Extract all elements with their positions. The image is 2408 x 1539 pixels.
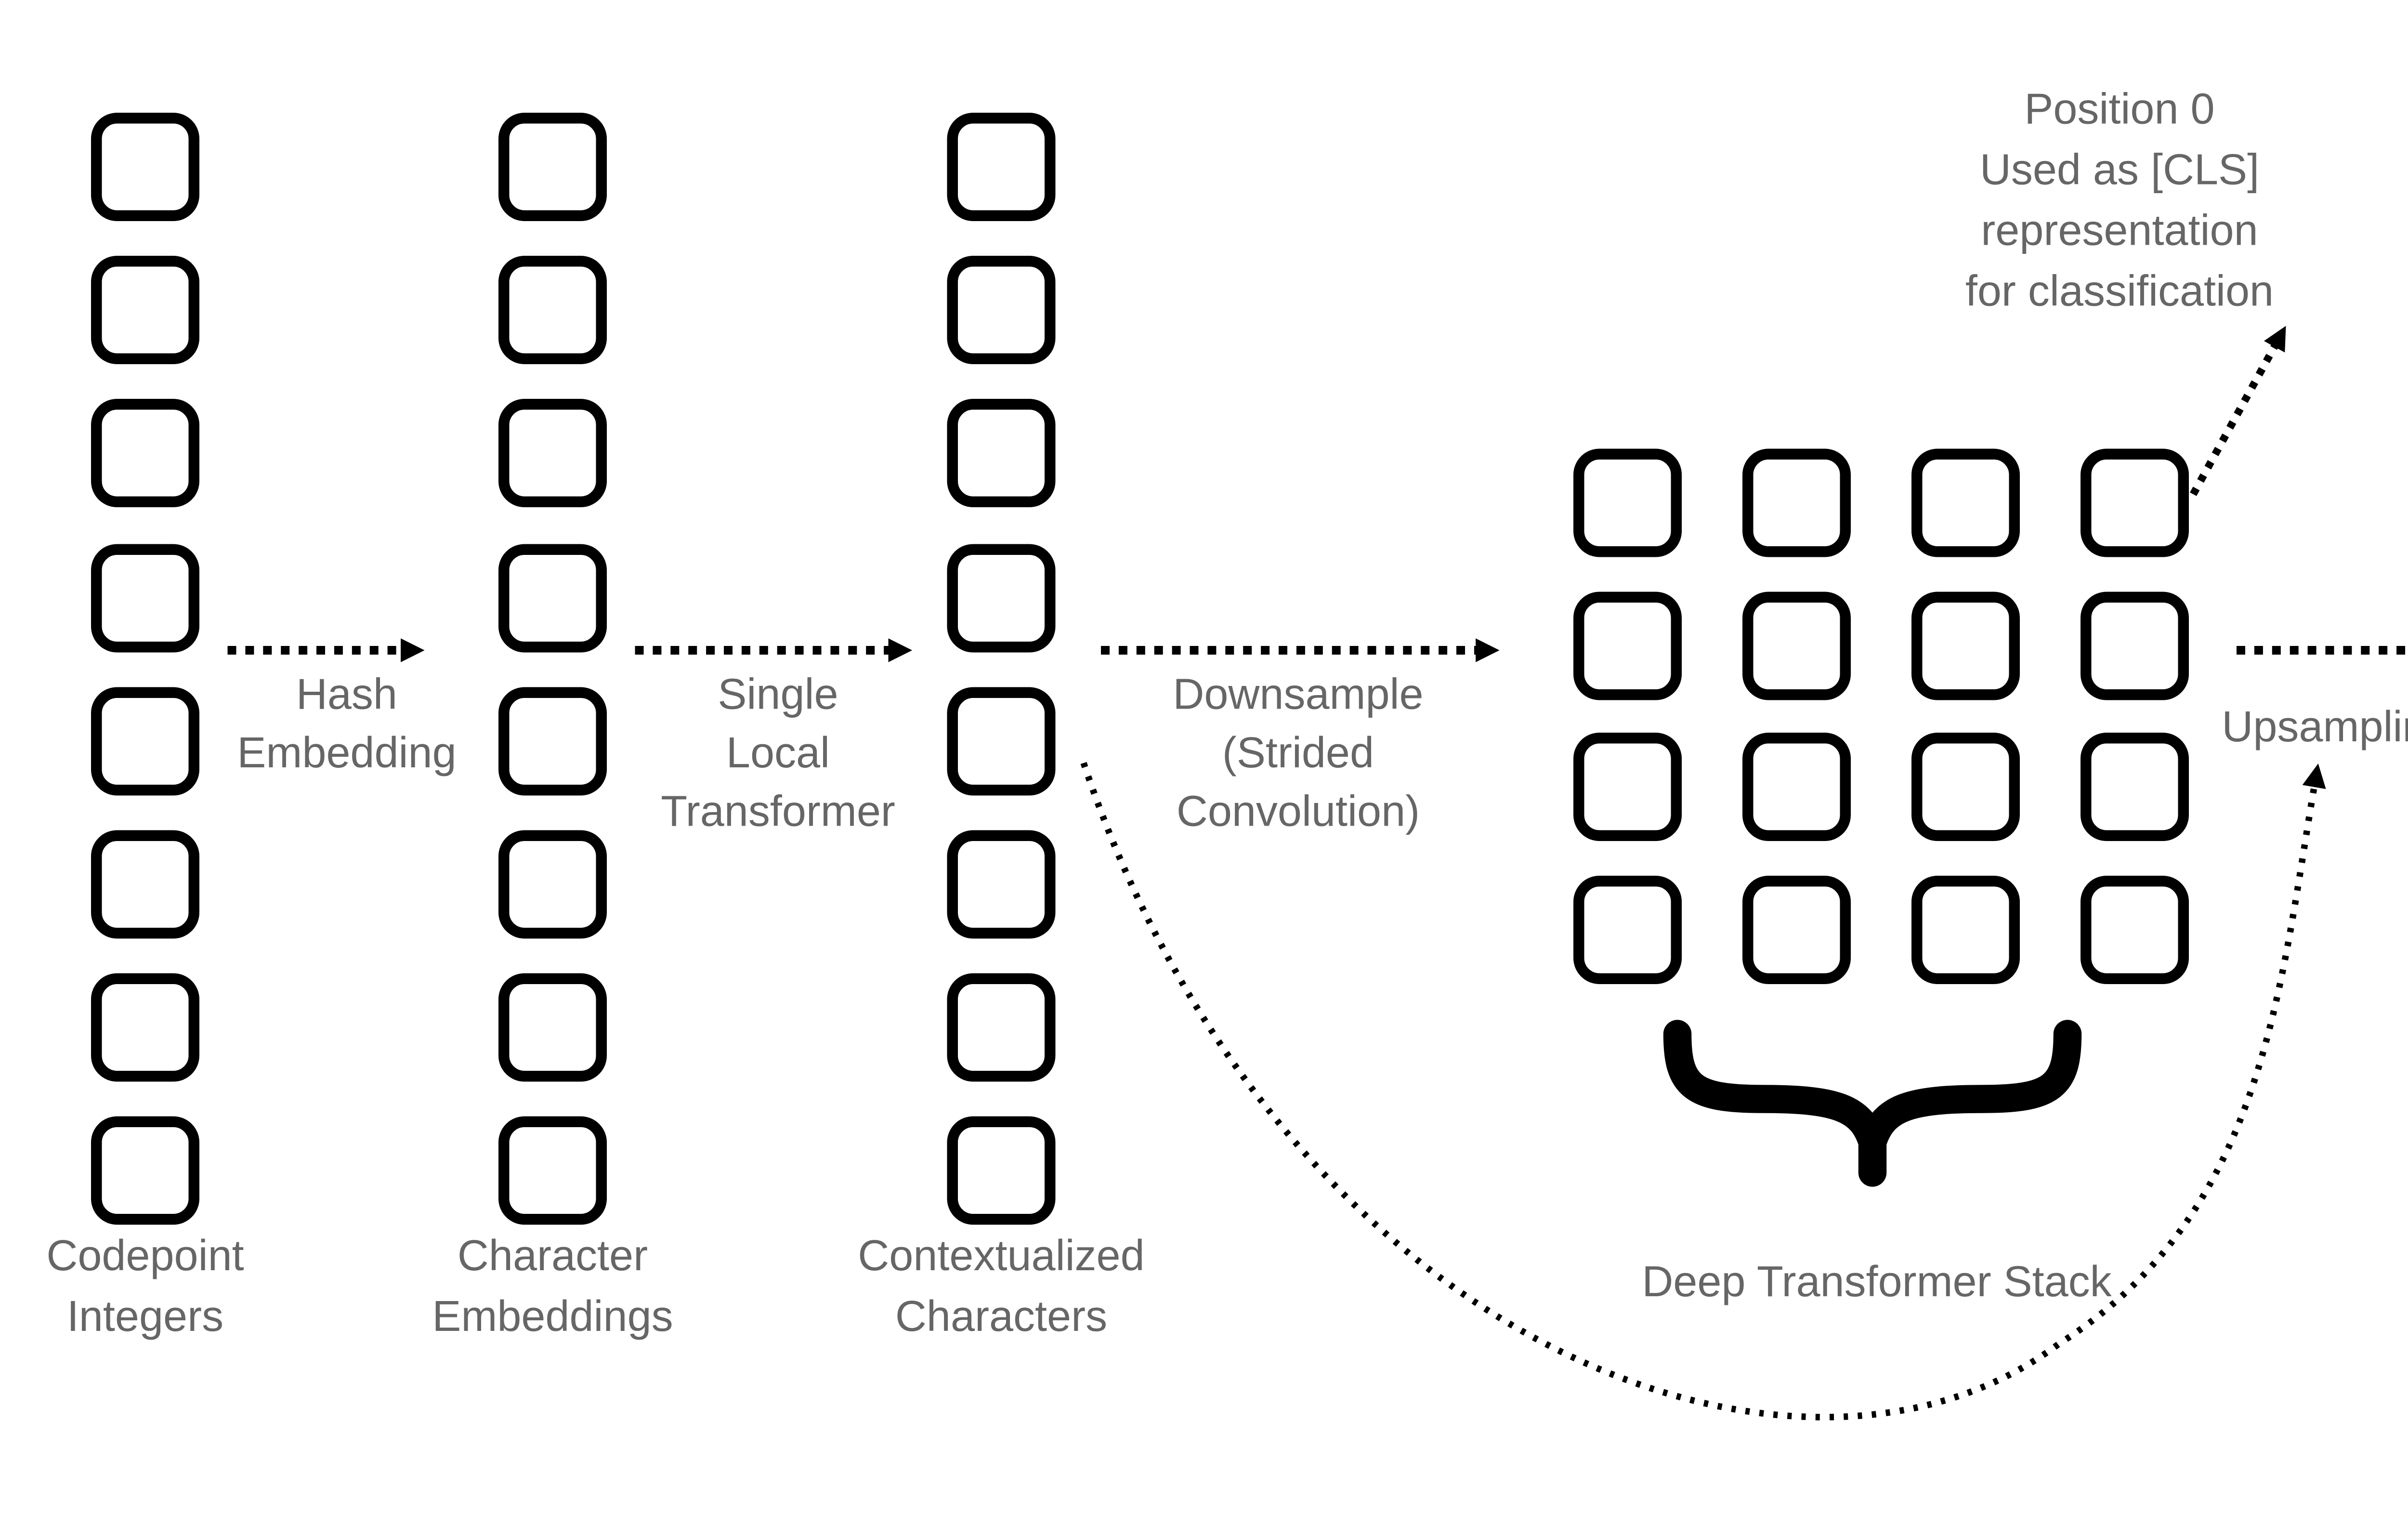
column-character-embeddings — [498, 113, 607, 1225]
token-cell — [91, 399, 199, 508]
token-cell — [1742, 448, 1851, 557]
token-cell — [498, 256, 607, 365]
token-cell — [1573, 591, 1682, 699]
deep-transformer-grid — [1573, 448, 2189, 984]
token-cell — [91, 1117, 199, 1225]
token-cell — [1573, 875, 1682, 984]
cls-position-arrow — [2190, 326, 2286, 496]
label-character-embeddings: Character Embeddings — [432, 1233, 673, 1342]
token-cell — [2081, 591, 2189, 699]
label-upsampling: Upsampling — [2222, 704, 2408, 752]
token-cell — [947, 113, 1056, 221]
token-cell — [91, 973, 199, 1082]
token-cell — [2081, 875, 2189, 984]
token-cell — [1742, 733, 1851, 842]
column-contextualized-characters — [947, 113, 1056, 1225]
token-cell — [1742, 591, 1851, 699]
token-cell — [947, 973, 1056, 1082]
token-cell — [1911, 875, 2020, 984]
residual-skip-connection-arc — [1080, 762, 2326, 1421]
label-downsample: Downsample (Strided Convolution) — [1173, 672, 1424, 837]
token-cell — [947, 1117, 1056, 1225]
column-codepoint-integers — [91, 113, 199, 1225]
token-cell — [1573, 448, 1682, 557]
token-cell — [1742, 875, 1851, 984]
label-cls-note: Position 0 Used as [CLS] representation … — [1965, 87, 2274, 316]
token-cell — [947, 399, 1056, 508]
token-cell — [1911, 733, 2020, 842]
token-cell — [498, 973, 607, 1082]
label-codepoint-integers: Codepoint Integers — [46, 1233, 244, 1342]
label-deep-transformer-stack: Deep Transformer Stack — [1642, 1259, 2112, 1307]
token-cell — [498, 830, 607, 939]
token-cell — [498, 1117, 607, 1225]
token-cell — [947, 830, 1056, 939]
token-cell — [498, 686, 607, 795]
token-cell — [91, 830, 199, 939]
token-cell — [498, 113, 607, 221]
token-cell — [2081, 448, 2189, 557]
token-cell — [91, 686, 199, 795]
token-cell — [91, 543, 199, 652]
token-cell — [498, 543, 607, 652]
token-cell — [1573, 733, 1682, 842]
underbrace — [1663, 1020, 2082, 1187]
label-single-local-transformer: Single Local Transformer — [661, 672, 895, 837]
label-contextualized-characters: Contextualized Characters — [858, 1233, 1145, 1342]
token-cell — [1911, 448, 2020, 557]
token-cell — [91, 256, 199, 365]
token-cell — [2081, 733, 2189, 842]
token-cell — [91, 113, 199, 221]
token-cell — [947, 686, 1056, 795]
token-cell — [1911, 591, 2020, 699]
token-cell — [947, 256, 1056, 365]
token-cell — [498, 399, 607, 508]
label-hash-embedding: Hash Embedding — [237, 672, 457, 778]
token-cell — [947, 543, 1056, 652]
